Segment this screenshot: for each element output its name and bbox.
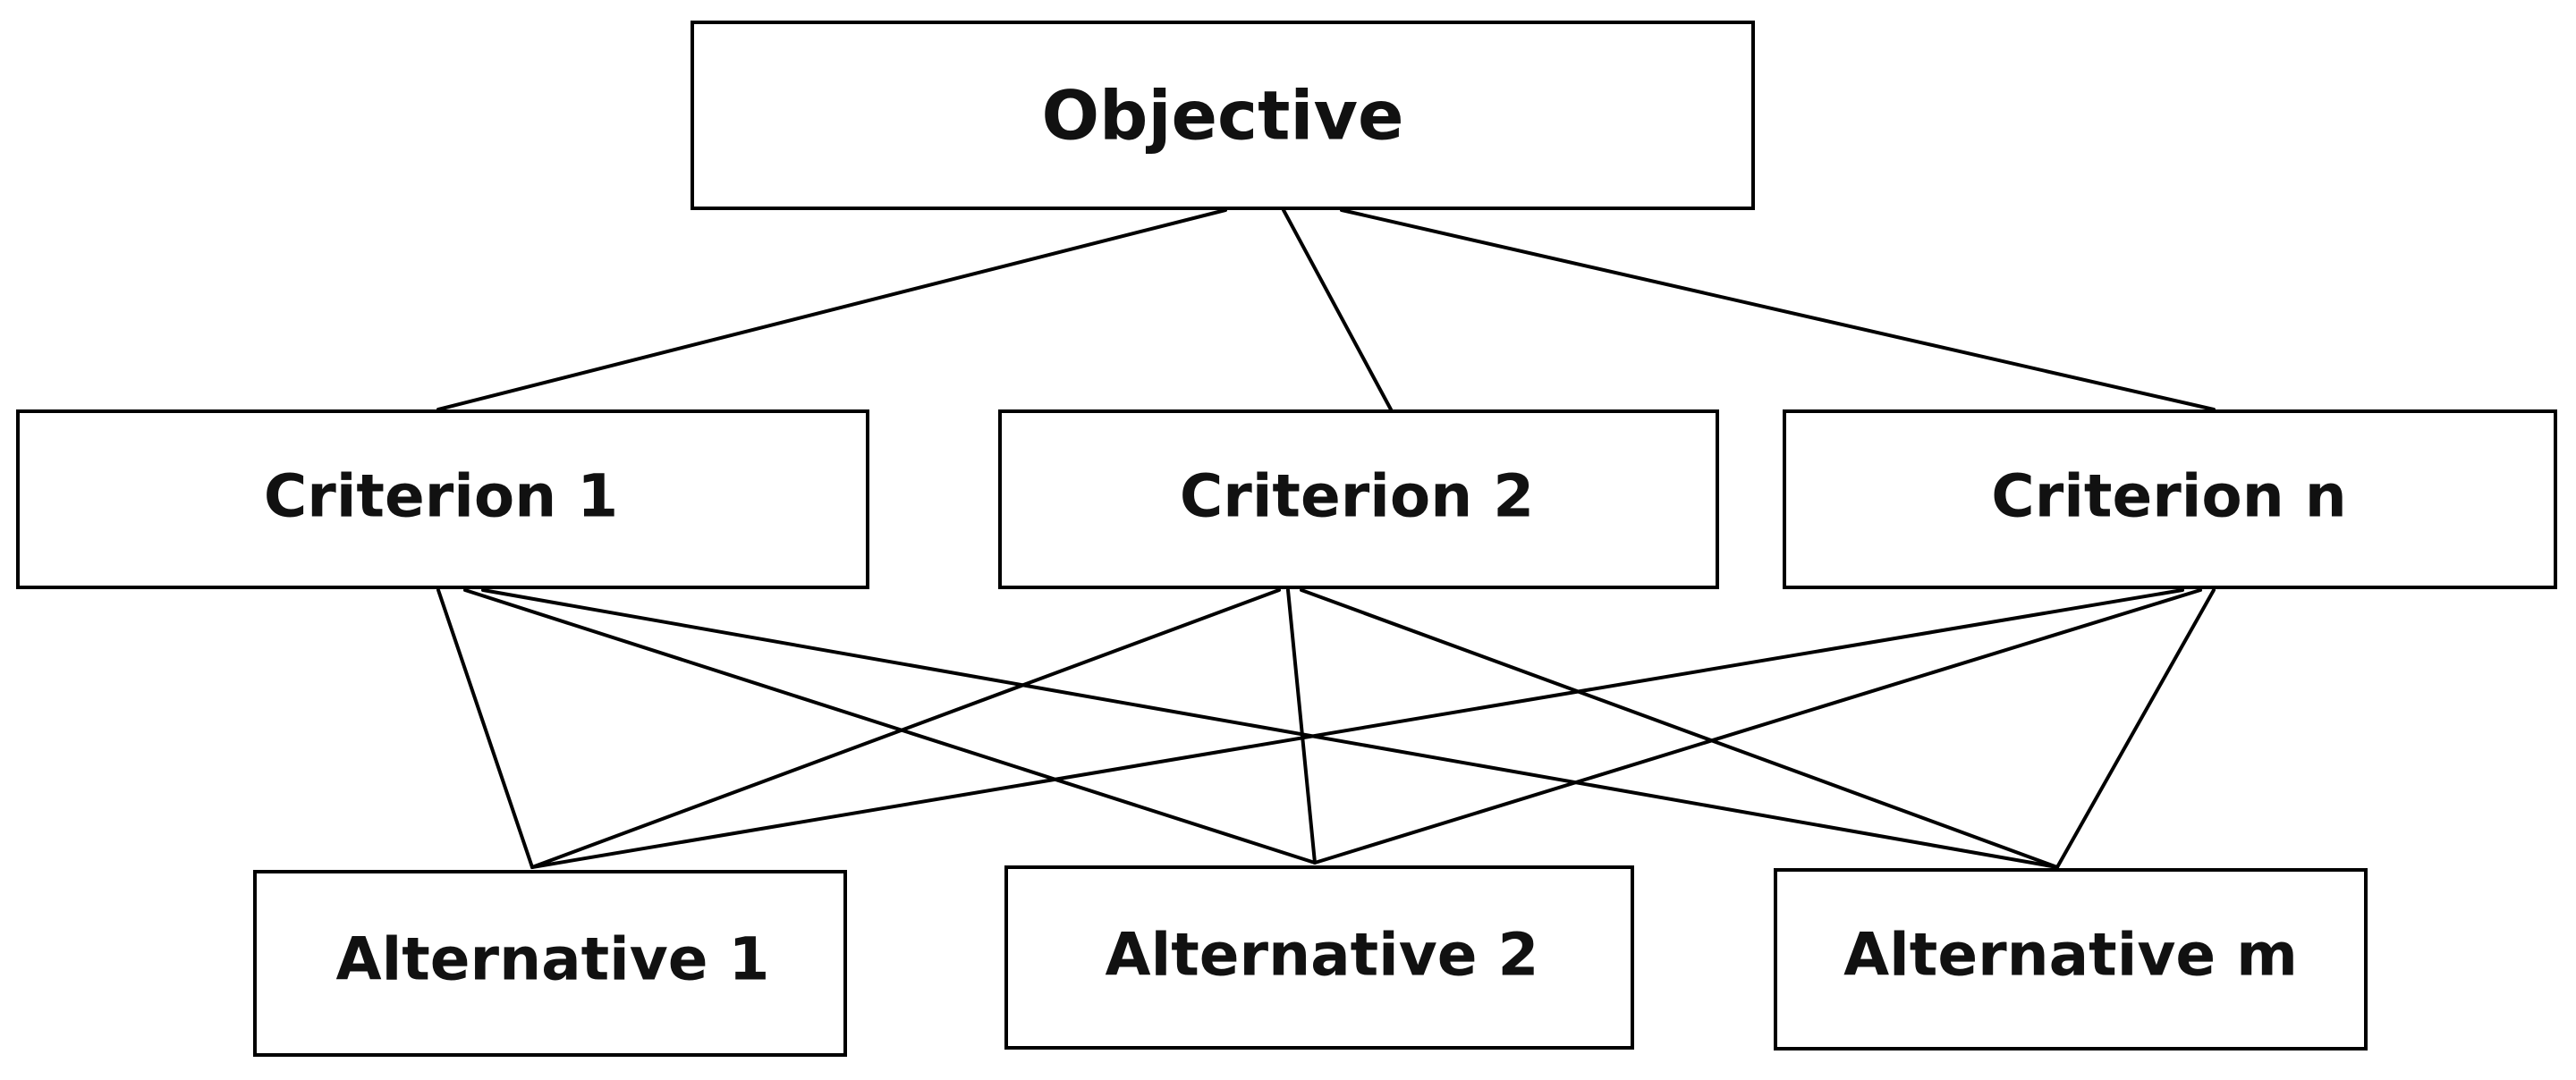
criterion-2-box [998, 409, 1719, 589]
alternative-node-1: Alternative 1 [253, 870, 847, 1057]
link-criterion-2-alternative-m [1300, 588, 2059, 869]
criterion-node-1: Criterion 1 [16, 409, 869, 589]
link-criterion-n-alternative-m [2055, 588, 2216, 869]
alternatives-row: Alternative 1 Alternative 2 Alternative … [253, 865, 2368, 1057]
link-criterion-1-alternative-1 [436, 588, 534, 869]
criteria-alternative-links [436, 588, 2216, 869]
alternative-2-label: Alternative 2 [1106, 921, 1539, 990]
link-objective-criterion-2 [1282, 208, 1393, 411]
alternative-node-m: Alternative m [1774, 868, 2368, 1050]
criterion-n-box [1783, 409, 2557, 589]
criterion-n-label: Criterion n [1991, 462, 2346, 531]
criterion-1-label: Criterion 1 [264, 462, 618, 531]
criterion-node-2: Criterion 2 [998, 409, 1719, 589]
objective-box [691, 21, 1755, 210]
criterion-1-box [16, 409, 869, 589]
link-objective-criterion-n [1340, 208, 2216, 411]
link-criterion-n-alternative-2 [1313, 588, 2202, 865]
alternative-2-box [1004, 865, 1634, 1050]
alternative-1-box [253, 870, 847, 1057]
objective-node: Objective [691, 21, 1755, 210]
criterion-2-label: Criterion 2 [1180, 462, 1534, 531]
alternative-m-box [1774, 868, 2368, 1050]
link-objective-criterion-1 [436, 208, 1227, 411]
link-criterion-1-alternative-2 [463, 588, 1317, 865]
criterion-node-n: Criterion n [1783, 409, 2557, 589]
alternative-node-2: Alternative 2 [1004, 865, 1634, 1050]
criteria-row: Criterion 1 Criterion 2 Criterion n [16, 409, 2557, 589]
alternative-1-label: Alternative 1 [336, 925, 770, 994]
objective-criteria-links [436, 208, 2216, 411]
link-criterion-2-alternative-2 [1286, 588, 1317, 865]
alternative-m-label: Alternative m [1843, 921, 2298, 990]
link-criterion-n-alternative-1 [530, 588, 2184, 869]
link-criterion-1-alternative-m [481, 588, 2059, 869]
objective-label: Objective [1041, 76, 1403, 156]
link-criterion-2-alternative-1 [530, 588, 1281, 869]
